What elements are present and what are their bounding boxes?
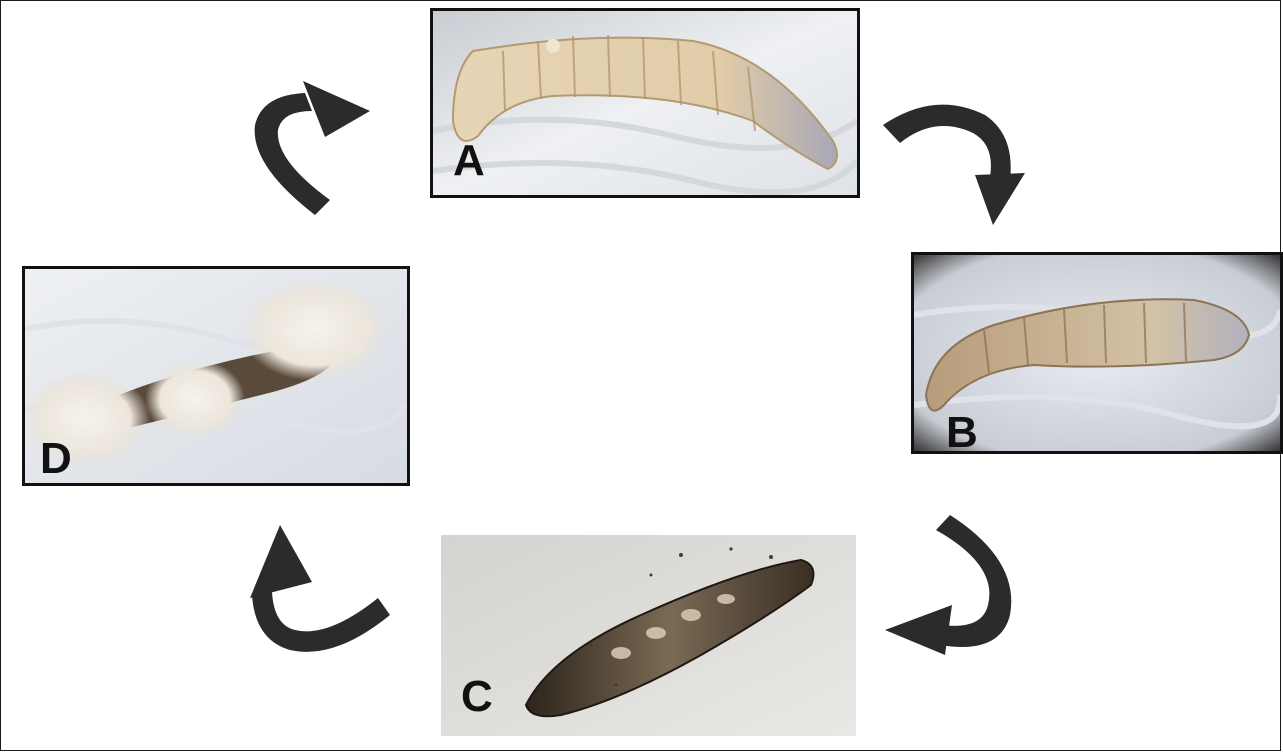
arrow-a-to-b — [875, 85, 1025, 235]
panel-c: C — [441, 535, 856, 736]
curved-arrow-icon — [240, 520, 400, 670]
panel-a: A — [430, 8, 860, 198]
panel-d: D — [22, 266, 410, 486]
panel-label-d: D — [40, 437, 72, 481]
arrow-c-to-d — [240, 520, 400, 670]
curved-arrow-icon — [230, 75, 380, 225]
panel-label-a: A — [453, 139, 485, 183]
larva-photo-a — [433, 11, 857, 195]
curved-arrow-icon — [875, 85, 1025, 235]
panel-label-b: B — [946, 411, 978, 454]
panel-b: B — [911, 252, 1283, 454]
larva-photo-d — [25, 269, 407, 483]
arrow-d-to-a — [230, 75, 380, 225]
curved-arrow-icon — [880, 505, 1030, 665]
larva-photo-c — [441, 535, 856, 736]
arrow-b-to-c — [880, 505, 1030, 665]
panel-label-c: C — [461, 675, 493, 719]
